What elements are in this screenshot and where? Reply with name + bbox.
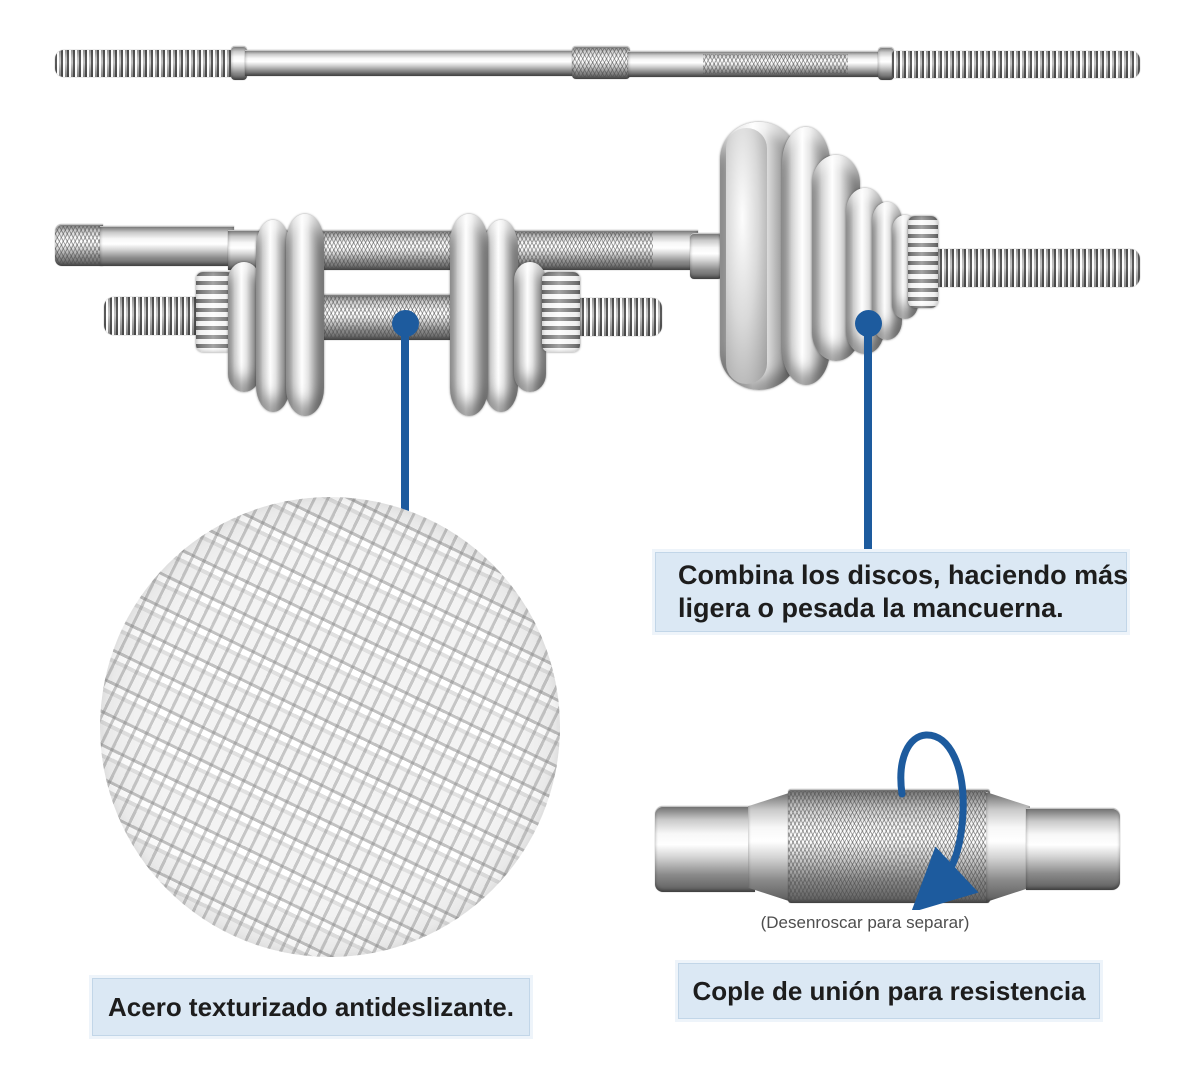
knurl-pattern xyxy=(703,54,848,74)
knurl-pattern xyxy=(320,296,454,338)
callout-line-texture xyxy=(401,320,409,516)
barbell-collar xyxy=(690,233,722,279)
knurl-pattern xyxy=(55,226,103,264)
weight-disc xyxy=(450,214,488,416)
straight-bar-center-sleeve xyxy=(572,46,630,79)
barbell-thread-right xyxy=(934,249,1140,287)
label-text: Cople de unión para resistencia xyxy=(692,975,1086,1006)
callout-dot-icon xyxy=(855,310,882,337)
dumbbell-thread-left xyxy=(104,297,200,335)
label-box-texture: Acero texturizado antideslizante. xyxy=(92,978,530,1036)
weight-disc xyxy=(514,262,546,392)
straight-bar-thread-right xyxy=(892,51,1140,78)
dumbbell-thread-right xyxy=(576,298,662,336)
label-box-combine-discs: Combina los discos, haciendo más ligera … xyxy=(655,552,1129,632)
star-lock-nut xyxy=(542,272,580,352)
straight-bar-shaft-right xyxy=(628,51,880,77)
straight-bar-collar-left xyxy=(231,46,247,80)
callout-dot-icon xyxy=(392,310,419,337)
label-box-coupler: Cople de unión para resistencia xyxy=(678,963,1100,1019)
label-text: Acero texturizado antideslizante. xyxy=(108,991,514,1022)
rotation-arrow-icon xyxy=(897,731,979,910)
straight-bar-thread-left xyxy=(55,50,233,77)
straight-bar-collar-right xyxy=(878,47,894,80)
weight-disc xyxy=(256,220,290,412)
star-lock-nut xyxy=(196,272,234,352)
barbell-end-sleeve xyxy=(100,226,234,266)
knurl-texture-inset xyxy=(100,497,560,957)
label-text: Combina los discos, haciendo más xyxy=(678,559,1129,590)
coupler-chamfer-left xyxy=(748,792,792,902)
label-text: ligera o pesada la mancuerna. xyxy=(678,593,1064,623)
straight-bar-shaft-left xyxy=(245,50,575,76)
dumbbell-handle xyxy=(320,294,454,340)
coupler-chamfer-right xyxy=(986,792,1030,902)
knurl-pattern xyxy=(572,48,630,77)
weight-disc xyxy=(228,262,260,392)
barbell-knurled-tip xyxy=(55,224,103,266)
weight-disc xyxy=(484,220,518,412)
coupler-tube-left xyxy=(655,806,755,892)
coupler-caption: (Desenroscar para separar) xyxy=(760,913,970,932)
star-lock-nut xyxy=(908,216,938,308)
weight-disc xyxy=(286,214,324,416)
disc-face xyxy=(726,128,767,384)
coupler-tube-right xyxy=(1026,808,1120,890)
callout-line-discs xyxy=(864,320,872,556)
